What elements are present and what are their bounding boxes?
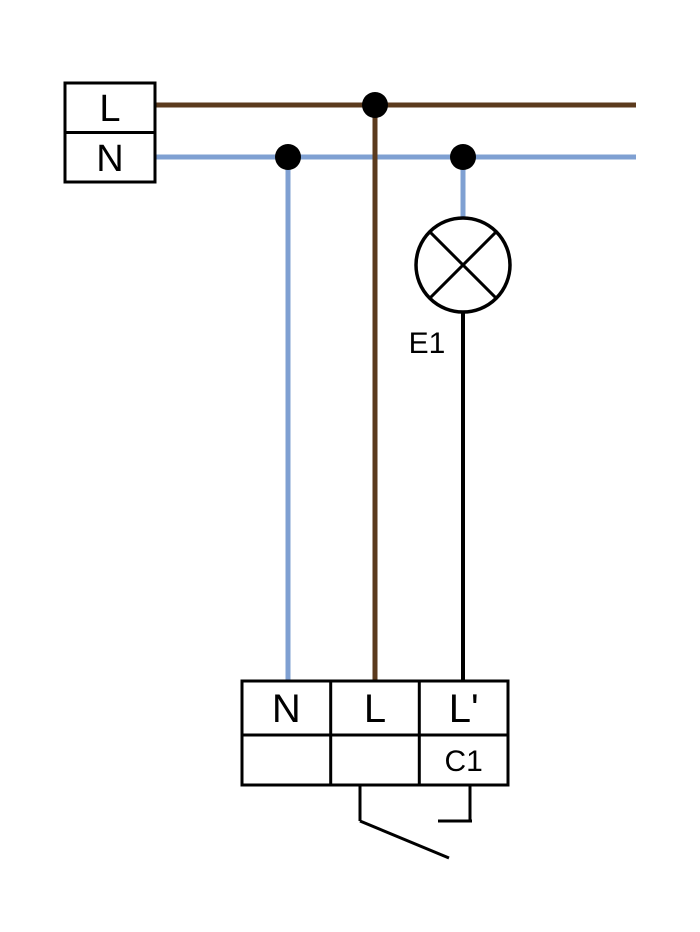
live-junction-dot bbox=[362, 92, 388, 118]
terminal-block-outline bbox=[240, 679, 510, 787]
lamp-cross-line-2 bbox=[428, 230, 498, 300]
lamp-symbol: E1 bbox=[409, 216, 512, 360]
contact-switch-blade bbox=[359, 819, 450, 860]
neutral-junction-dot-1 bbox=[275, 144, 301, 170]
supply-live-label: L bbox=[99, 88, 120, 130]
terminal-label-l: L bbox=[364, 687, 386, 731]
supply-neutral-label: N bbox=[96, 138, 123, 180]
neutral-junction-dot-2 bbox=[450, 144, 476, 170]
terminal-label-n: N bbox=[272, 687, 301, 731]
lamp-label: E1 bbox=[409, 327, 446, 360]
supply-terminal-box: L N bbox=[63, 81, 157, 184]
relay-contact-symbol bbox=[358, 785, 472, 860]
terminal-label-c1: C1 bbox=[445, 745, 483, 778]
device-terminal-block: N L L' C1 bbox=[240, 679, 510, 787]
terminal-label-l-prime: L' bbox=[449, 687, 479, 731]
